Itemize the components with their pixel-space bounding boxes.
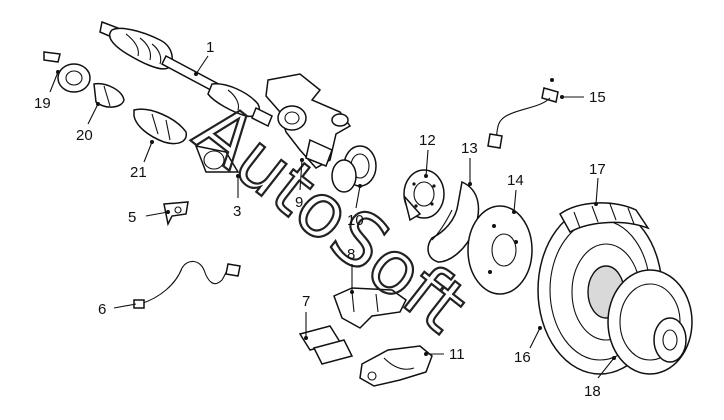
callout-12: 12 [419,132,436,149]
callout-14: 14 [507,172,524,189]
callout-21: 21 [130,164,147,181]
callout-6: 6 [98,301,106,318]
callout-7: 7 [302,293,310,310]
brake-pads [298,325,354,365]
callout-20: 20 [76,127,93,144]
callout-leaders [49,55,616,379]
callout-15: 15 [589,89,606,106]
caliper-carrier [333,287,407,329]
callout-10: 10 [347,212,364,229]
callout-5: 5 [128,209,136,226]
abs-sensor-cable [133,260,241,309]
splash-shield [427,180,480,263]
callout-8: 8 [347,246,355,263]
callout-9: 9 [295,194,303,211]
callout-1: 1 [206,39,214,56]
drive-shaft [99,20,273,128]
callout-16: 16 [514,349,531,366]
callout-11: 11 [449,346,465,363]
callout-18: 18 [584,383,601,400]
callout-19: 19 [34,95,51,112]
callout-13: 13 [461,140,478,157]
brake-disc-assembly [537,202,693,375]
steering-knuckle [265,73,352,169]
brake-caliper [359,345,433,387]
cv-joint-parts [43,51,240,173]
callout-labels: 1 3 5 6 7 8 9 10 11 12 13 14 15 16 17 18… [34,39,606,400]
sensor-bracket [163,201,189,227]
callout-17: 17 [589,161,606,178]
backing-plate [467,205,533,295]
brake-hose [487,78,559,149]
wheel-hub [403,169,445,222]
callout-3: 3 [233,203,241,220]
